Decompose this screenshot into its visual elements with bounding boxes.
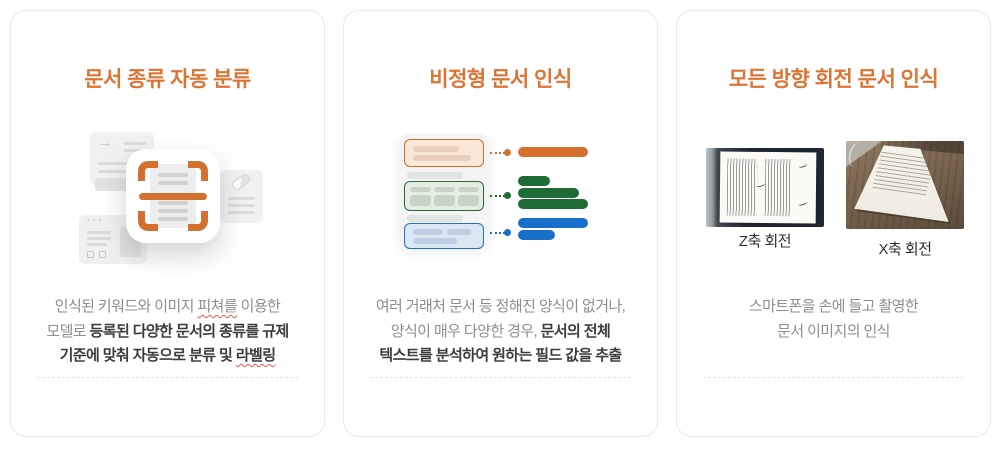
- green-field-region: [404, 181, 484, 211]
- text-line: [158, 173, 188, 177]
- dotted-connector: [490, 232, 505, 234]
- scan-line: [139, 193, 207, 200]
- divider: [370, 377, 631, 378]
- text-line: [407, 215, 463, 222]
- card-description: 인식된 키워드와 이미지 피쳐를 이용한 모델로 등록된 다양한 문서의 종류를…: [19, 295, 316, 369]
- feature-card-unstructured-recognition: 비정형 문서 인식: [343, 10, 658, 437]
- checkbox-icon: [99, 251, 106, 258]
- pill-icon: [229, 172, 253, 192]
- feature-card-auto-classification: 문서 종류 자동 분류 → ···: [10, 10, 325, 437]
- pill-document-icon: [220, 170, 263, 223]
- text-line: [87, 231, 111, 234]
- connector-dot: [504, 149, 511, 156]
- orange-field-region: [404, 139, 484, 167]
- handwriting-mark: [797, 161, 808, 169]
- text-line: [158, 217, 188, 221]
- desc-text: 문서 이미지의 인식: [777, 322, 890, 340]
- desc-text-misspelled: 피쳐를: [197, 298, 238, 315]
- table-cell: [458, 195, 479, 206]
- desc-text: 양식이 매우 다양한 경우,: [390, 322, 541, 340]
- text-line: [413, 238, 457, 244]
- card-title: 모든 방향 회전 문서 인식: [728, 68, 939, 91]
- text-line: [413, 229, 443, 235]
- divider: [703, 377, 964, 378]
- dotted-connector: [490, 195, 505, 197]
- card-description: 여러 거래처 문서 등 정해진 양식이 없거나, 양식이 매우 다양한 경우, …: [352, 295, 649, 369]
- photo-label: Z축 회전: [738, 233, 792, 250]
- desc-text-bold: 등록된 다양한 문서의 종류를 규제: [89, 322, 290, 340]
- segmented-document-icon: [399, 134, 489, 249]
- arrow-glyph: →: [98, 134, 113, 151]
- extracted-value-bar: [518, 218, 588, 228]
- extracted-value-bar: [518, 147, 588, 157]
- photo-label: X축 회전: [878, 241, 932, 258]
- extracted-value-bar: [518, 229, 555, 240]
- handwriting-mark: [797, 199, 808, 207]
- text-line: [87, 243, 107, 246]
- text-line: [228, 211, 255, 214]
- card-title: 문서 종류 자동 분류: [84, 68, 251, 91]
- extracted-value-bar: [518, 176, 550, 186]
- dotted-connector: [490, 152, 505, 154]
- text-line: [87, 237, 111, 240]
- desc-text: 이용한: [237, 298, 281, 315]
- scan-frame-icon: [126, 149, 220, 243]
- rotated-document-image: [719, 151, 817, 224]
- desc-text: 여러 거래처 문서 등 정해진 양식이 없거나,: [375, 298, 626, 315]
- feature-card-rotated-recognition: 모든 방향 회전 문서 인식 Z축 회전: [676, 10, 991, 437]
- desc-text-bold: 텍스트를 분석하여 원하는 필드 값을 추출: [379, 347, 622, 364]
- desc-text-misspelled: 라벨링: [235, 347, 276, 364]
- desc-text-bold: 기준에 맞춰 자동으로 분류 및: [59, 347, 236, 364]
- stacked-document-edge: [95, 178, 129, 191]
- checkbox-icon: [87, 251, 94, 258]
- corner-bracket-icon: [188, 161, 208, 181]
- vertical-text-column: [726, 158, 758, 216]
- text-line: [158, 209, 188, 213]
- text-line: [124, 142, 146, 145]
- desc-text: 인식된 키워드와 이미지: [54, 298, 198, 315]
- text-line: [407, 172, 463, 179]
- blue-field-region: [404, 223, 484, 249]
- text-line: [413, 155, 471, 161]
- text-line: [228, 204, 255, 207]
- text-line: [158, 181, 188, 185]
- table-cell: [434, 195, 455, 206]
- extracted-value-bar: [518, 187, 579, 198]
- divider: [37, 377, 298, 378]
- text-line: [98, 162, 144, 165]
- corner-bracket-icon: [138, 211, 158, 231]
- table-cell: [458, 187, 479, 192]
- connector-dot: [504, 229, 511, 236]
- text-line: [98, 170, 144, 173]
- vertical-text-column: [764, 158, 792, 217]
- ellipsis-dots: ···: [87, 215, 104, 227]
- text-line: [228, 197, 255, 200]
- text-line: [413, 146, 459, 152]
- desc-text: 모델로: [46, 322, 90, 340]
- table-cell: [410, 187, 431, 192]
- text-line: [124, 149, 146, 152]
- text-line: [158, 201, 188, 205]
- paper-text-lines: [872, 150, 936, 196]
- text-line: [447, 229, 471, 235]
- table-cell: [410, 195, 431, 206]
- table-cell: [434, 187, 455, 192]
- extracted-value-bar: [518, 199, 588, 209]
- corner-bracket-icon: [188, 211, 208, 231]
- card-description: 스마트폰을 손에 들고 촬영한 문서 이미지의 인식: [685, 295, 982, 344]
- x-rotation-photo: [846, 141, 964, 229]
- desc-text: 스마트폰을 손에 들고 촬영한: [748, 298, 919, 315]
- z-rotation-photo: [706, 148, 824, 227]
- card-title: 비정형 문서 인식: [429, 68, 572, 91]
- desc-text-bold: 문서의 전체: [540, 322, 611, 340]
- connector-dot: [504, 192, 511, 199]
- corner-bracket-icon: [138, 161, 158, 181]
